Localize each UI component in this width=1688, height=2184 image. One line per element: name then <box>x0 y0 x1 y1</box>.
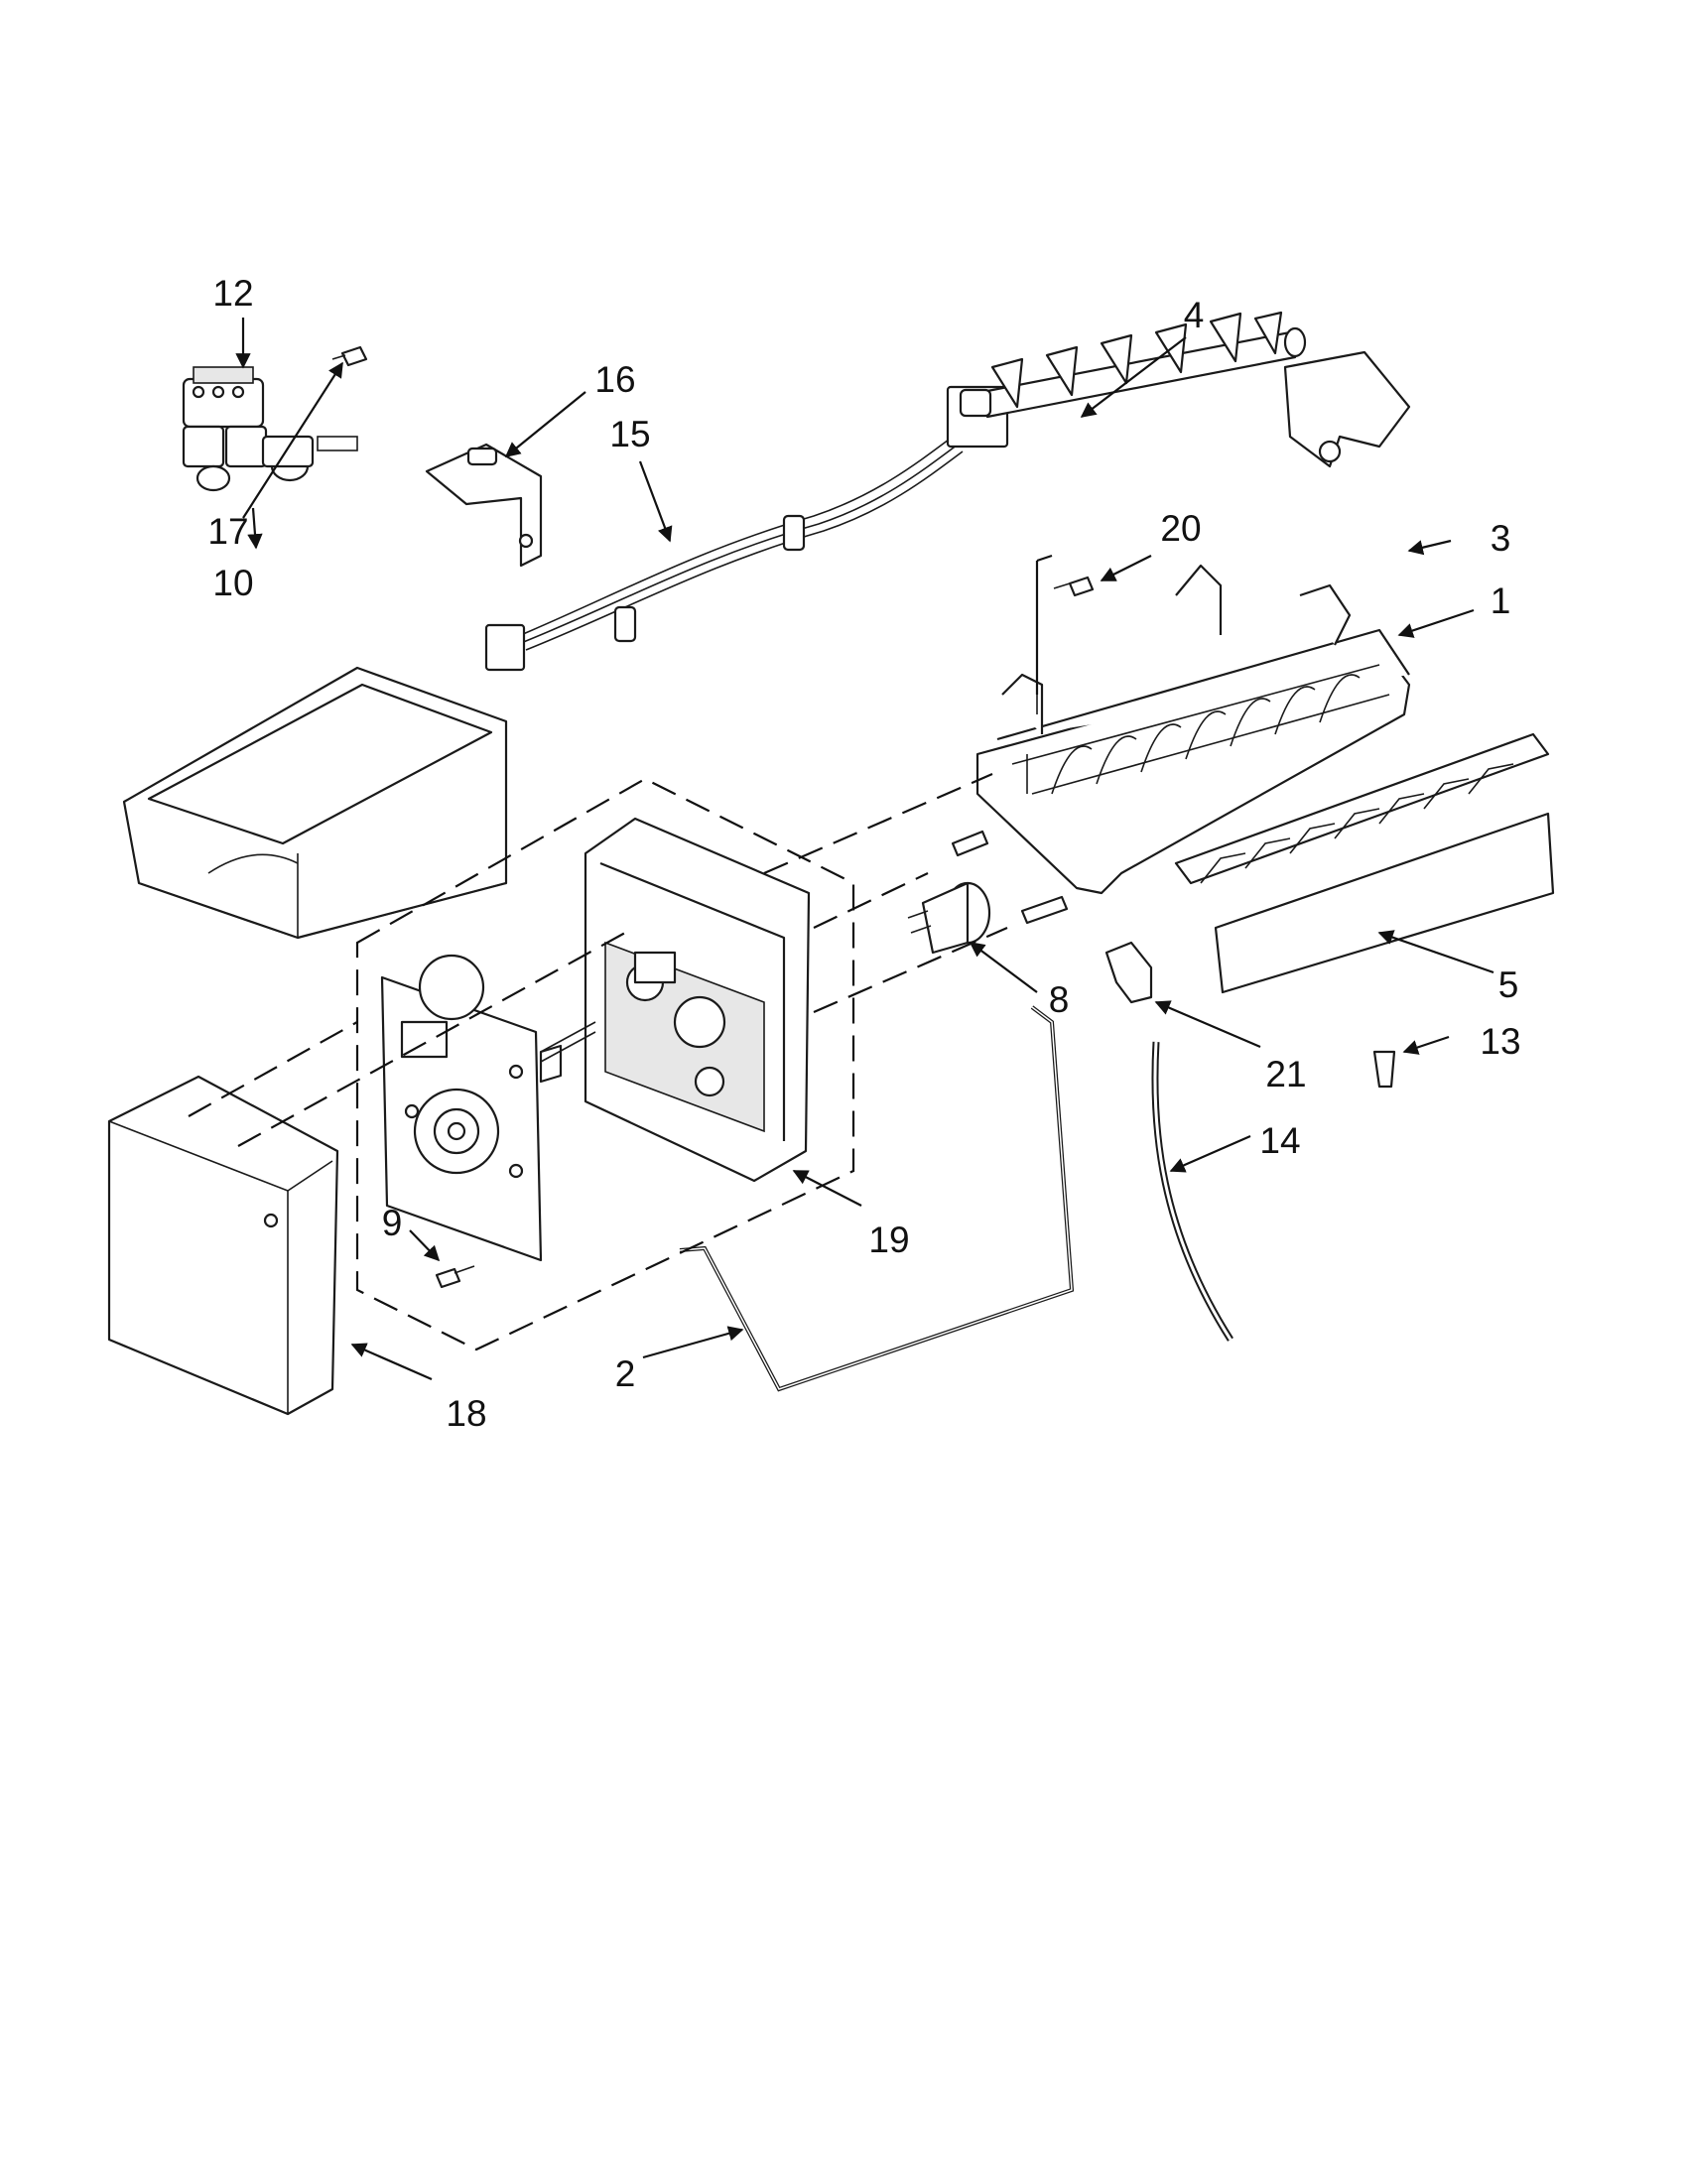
callout-12: 12 <box>212 273 253 314</box>
bracket-part <box>425 443 543 568</box>
water-valve-part <box>182 366 358 492</box>
callout-9: 9 <box>382 1203 403 1243</box>
ice-mold-part <box>975 564 1411 895</box>
callout-5: 5 <box>1498 964 1519 1005</box>
callout-15: 15 <box>609 414 650 454</box>
callout-8: 8 <box>1049 979 1070 1020</box>
shield-part <box>1283 350 1411 468</box>
front-cover-part <box>107 1075 339 1416</box>
leader-arrows <box>235 318 1494 1381</box>
callout-17: 17 <box>207 511 248 552</box>
callout-19: 19 <box>868 1220 909 1260</box>
callout-18: 18 <box>446 1393 486 1434</box>
thermostat-part <box>907 881 991 955</box>
callout-3: 3 <box>1491 518 1511 559</box>
callout-2: 2 <box>615 1353 636 1394</box>
callout-13: 13 <box>1480 1021 1520 1062</box>
heater-pins <box>951 830 1069 925</box>
clip-part <box>1104 941 1153 1004</box>
screw-20 <box>1053 576 1095 597</box>
screw-9 <box>435 1265 475 1289</box>
tube-part <box>1151 1041 1234 1342</box>
screw-17 <box>331 345 368 367</box>
callout-16: 16 <box>594 359 635 400</box>
callout-1: 1 <box>1491 580 1511 621</box>
ejector-part <box>959 311 1307 419</box>
cover-bar-part <box>1174 732 1555 994</box>
callout-20: 20 <box>1160 508 1201 549</box>
callout-labels: 12 16 15 4 20 3 1 17 10 5 8 21 13 14 19 … <box>207 273 1520 1434</box>
callout-21: 21 <box>1265 1054 1306 1094</box>
motor-plate-part <box>380 954 596 1262</box>
callout-14: 14 <box>1259 1120 1300 1161</box>
wire-harness-part <box>484 385 1009 672</box>
plug-part <box>1372 1050 1396 1089</box>
shutoff-arm-part <box>679 1005 1075 1392</box>
callout-10: 10 <box>212 563 253 603</box>
control-housing-part <box>584 817 811 1183</box>
ice-bin-part <box>122 666 508 940</box>
callout-4: 4 <box>1184 295 1205 335</box>
